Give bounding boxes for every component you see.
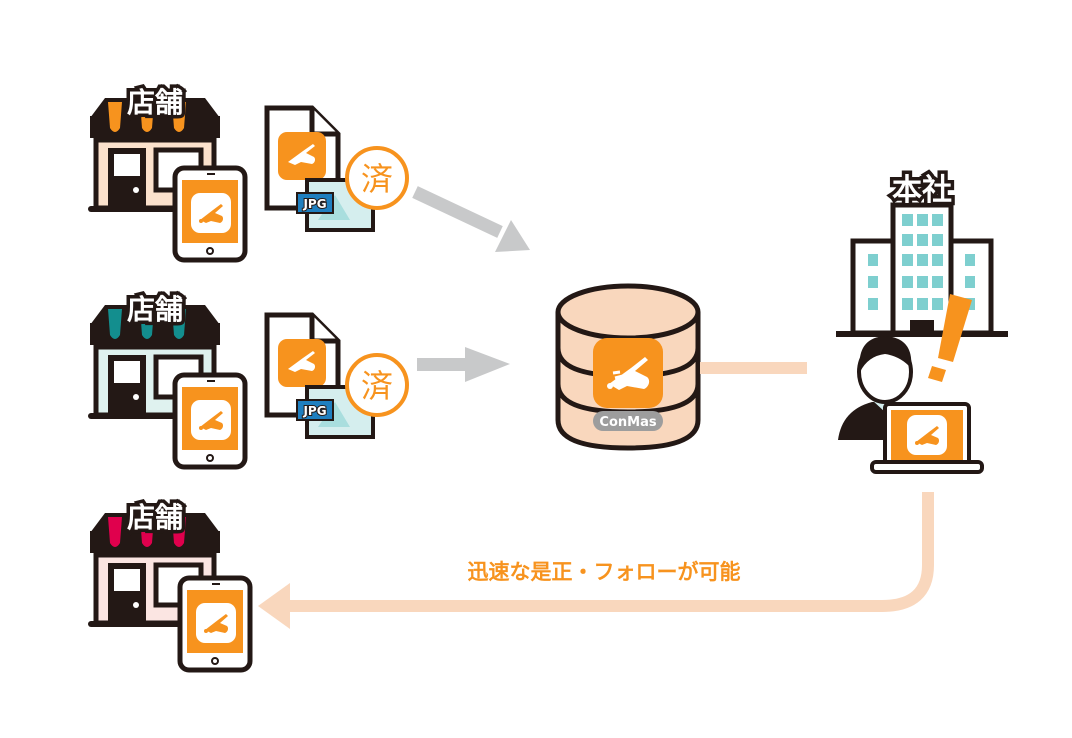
store-3: 店舗 [88,498,253,673]
exclamation-icon [928,294,972,382]
store-2: 店舗 [88,290,248,470]
database-label: ConMas [599,415,656,430]
completed-stamp-icon: 済 [345,146,409,210]
stamp-text: 済 [361,160,393,198]
upload-arrow-2 [417,347,510,382]
store-label: 店舗 [127,501,183,534]
conmas-app-icon [191,400,231,440]
headquarters: 本社 [836,170,1008,474]
db-hq-connector [700,362,807,374]
feedback-message: 迅速な是正・フォローが可能 [468,560,741,584]
store-label-badge: 店舗 [123,290,186,330]
conmas-database: ConMas [555,283,701,451]
document-2: JPG 済 [264,312,409,439]
conmas-app-icon [591,336,665,410]
jpg-badge-text: JPG [302,404,326,418]
store-label-badge: 店舗 [123,83,186,123]
tablet-icon [177,575,253,673]
headquarters-label: 本社 [892,173,952,208]
office-building-icon [836,202,1008,337]
store-1: 店舗 [88,83,248,263]
jpg-badge-text: JPG [302,197,326,211]
store-label: 店舗 [127,86,183,119]
store-building-icon [88,98,224,212]
upload-arrow-1 [412,186,530,252]
store-label-badge: 店舗 [123,498,186,538]
store-label: 店舗 [127,293,183,326]
conmas-label-pill: ConMas [593,411,663,431]
conmas-app-icon [907,415,947,455]
tablet-icon [172,165,248,263]
laptop-icon [870,402,984,474]
jpg-badge: JPG [296,399,334,421]
stamp-text: 済 [361,367,393,405]
headquarters-label-badge: 本社 [889,170,956,212]
document-1: JPG 済 [264,105,409,232]
tablet-icon [172,372,248,470]
conmas-app-icon [196,603,236,643]
jpg-badge: JPG [296,192,334,214]
completed-stamp-icon: 済 [345,353,409,417]
conmas-app-icon [191,193,231,233]
feedback-arrow [258,492,934,629]
